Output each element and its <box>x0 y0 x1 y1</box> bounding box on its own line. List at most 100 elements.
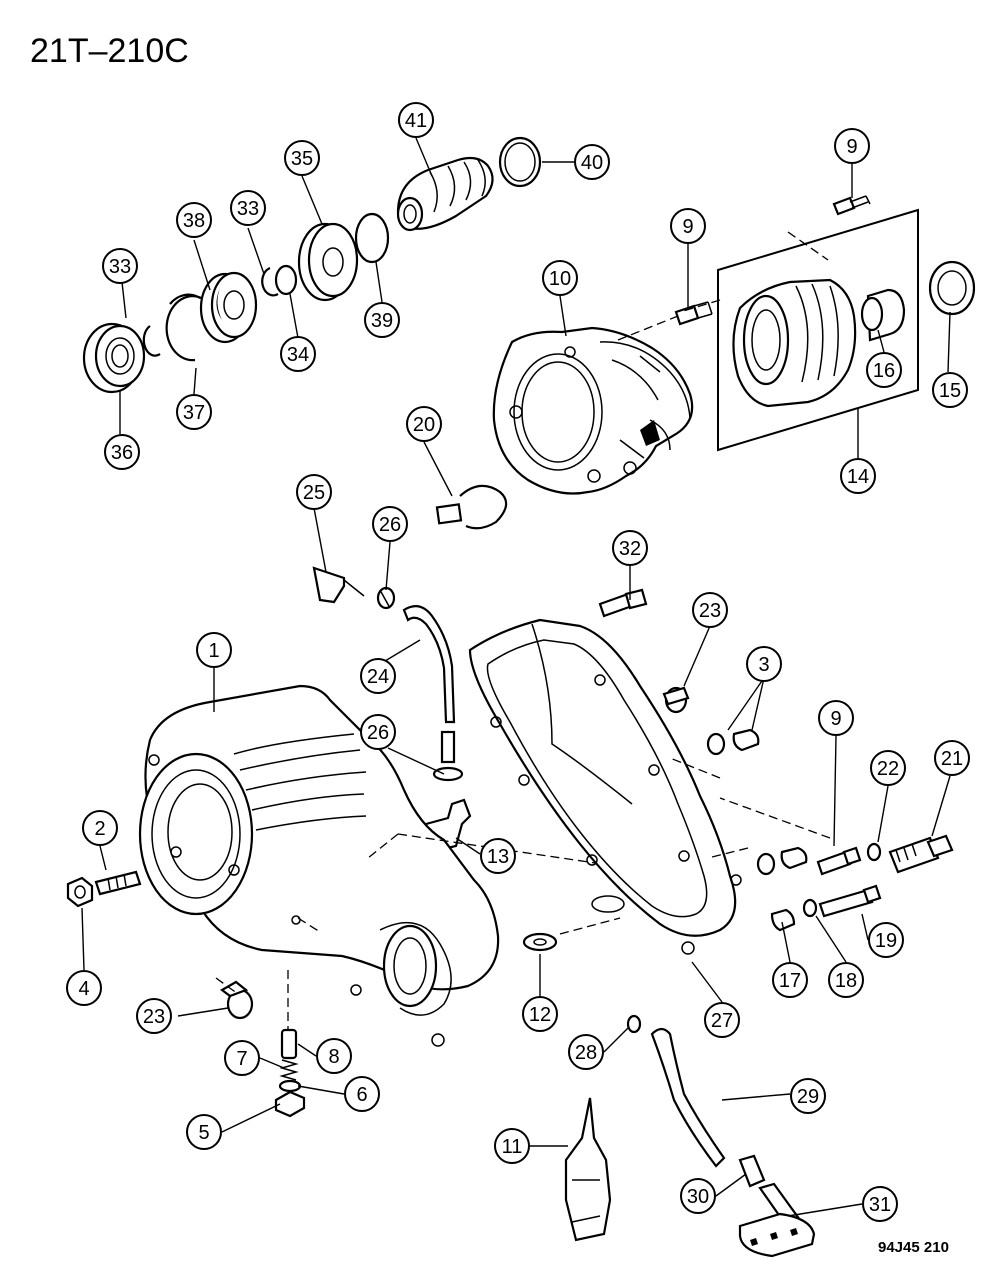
callout-label: 25 <box>303 482 325 504</box>
callout-label: 23 <box>699 600 721 622</box>
callout-5: 5 <box>186 1114 222 1150</box>
callout-label: 12 <box>529 1004 551 1026</box>
callout-circle <box>196 632 232 668</box>
callout-6: 6 <box>344 1076 380 1112</box>
callout-circle <box>176 202 212 238</box>
callout-circle <box>574 144 610 180</box>
callout-33: 33 <box>102 248 138 284</box>
callout-circle <box>344 1076 380 1112</box>
callout-circle <box>542 260 578 296</box>
callout-circle <box>818 700 854 736</box>
callout-circle <box>834 128 870 164</box>
part-7-spring <box>279 1059 299 1081</box>
callout-label: 16 <box>873 360 895 382</box>
callout-label: 36 <box>111 442 133 464</box>
callout-label: 32 <box>619 538 641 560</box>
part-5-plug <box>274 1090 306 1118</box>
callout-12: 12 <box>522 996 558 1032</box>
callout-23: 23 <box>692 592 728 628</box>
part-21-switch <box>888 834 954 874</box>
part-40-clamp <box>498 136 542 188</box>
part-33-snap-ring <box>142 325 161 357</box>
callout-9: 9 <box>670 208 706 244</box>
callout-label: 21 <box>941 748 963 770</box>
callout-circle <box>372 506 408 542</box>
part-8-detent-plunger <box>280 1028 298 1060</box>
leader-dash-1 <box>297 917 321 933</box>
part-28-o-ring <box>626 1014 642 1034</box>
callout-27: 27 <box>704 1002 740 1038</box>
callout-circle <box>870 750 906 786</box>
part-2-stud <box>94 870 142 896</box>
callout-label: 26 <box>379 514 401 536</box>
callout-label: 28 <box>575 1042 597 1064</box>
callout-circle <box>82 810 118 846</box>
part-33-ring <box>261 266 279 297</box>
part-22-o-ring <box>866 842 882 862</box>
callout-label: 14 <box>847 466 869 488</box>
callout-label: 9 <box>682 216 693 238</box>
callout-label: 3 <box>758 654 769 676</box>
callout-1: 1 <box>196 632 232 668</box>
part-12-washer <box>522 932 558 952</box>
part-26-fitting-lower <box>432 730 464 782</box>
callout-4: 4 <box>66 970 102 1006</box>
callout-7: 7 <box>224 1040 260 1076</box>
callout-circle <box>746 646 782 682</box>
part-24-vent-hose <box>402 605 456 724</box>
diagram-title: 21T–210C <box>30 32 189 70</box>
callout-32: 32 <box>612 530 648 566</box>
part-15-seal <box>928 260 976 316</box>
callout-label: 41 <box>405 110 427 132</box>
part-6-washer <box>278 1079 302 1093</box>
callout-label: 40 <box>581 152 603 174</box>
callout-circle <box>224 1040 260 1076</box>
callout-circle <box>316 1038 352 1074</box>
callout-circle <box>364 302 400 338</box>
leader-dash-4 <box>559 757 831 935</box>
part-4-nut <box>66 876 94 908</box>
callout-2: 2 <box>82 810 118 846</box>
callout-label: 17 <box>779 970 801 992</box>
callout-28: 28 <box>568 1034 604 1070</box>
callout-label: 23 <box>143 1006 165 1028</box>
callout-circle <box>866 352 902 388</box>
part-41-boot <box>396 156 494 232</box>
callout-circle <box>522 996 558 1032</box>
callout-circle <box>772 962 808 998</box>
callout-label: 35 <box>291 148 313 170</box>
callout-11: 11 <box>494 1128 530 1164</box>
callout-39: 39 <box>364 302 400 338</box>
callout-37: 37 <box>176 394 212 430</box>
part-31-sensor <box>738 1182 816 1258</box>
callout-label: 1 <box>208 640 219 662</box>
part-18-washer <box>802 898 818 918</box>
callout-circle <box>692 592 728 628</box>
callout-circle <box>670 208 706 244</box>
part-9-bolt-lower <box>816 846 862 876</box>
callout-10: 10 <box>542 260 578 296</box>
callout-20: 20 <box>406 406 442 442</box>
part-26-fitting-upper <box>376 586 396 610</box>
callout-label: 37 <box>183 402 205 424</box>
callout-circle <box>360 658 396 694</box>
part-11-sealant-tube <box>564 1097 612 1242</box>
callout-8: 8 <box>316 1038 352 1074</box>
callout-label: 24 <box>367 666 389 688</box>
callout-circle <box>136 998 172 1034</box>
callout-label: 31 <box>869 1194 891 1216</box>
callout-label: 11 <box>502 1136 523 1158</box>
part-10-extension-housing <box>492 326 694 495</box>
callout-label: 6 <box>356 1084 367 1106</box>
part-23-plug-lower <box>220 980 254 1020</box>
diagram-code: 94J45 210 <box>878 1239 949 1256</box>
callout-label: 9 <box>830 708 841 730</box>
part-9-bolt-mid <box>674 301 713 326</box>
callout-19: 19 <box>868 922 904 958</box>
callout-25: 25 <box>296 474 332 510</box>
callout-label: 5 <box>198 1122 209 1144</box>
part-19-bolt <box>818 884 882 918</box>
callout-22: 22 <box>870 750 906 786</box>
